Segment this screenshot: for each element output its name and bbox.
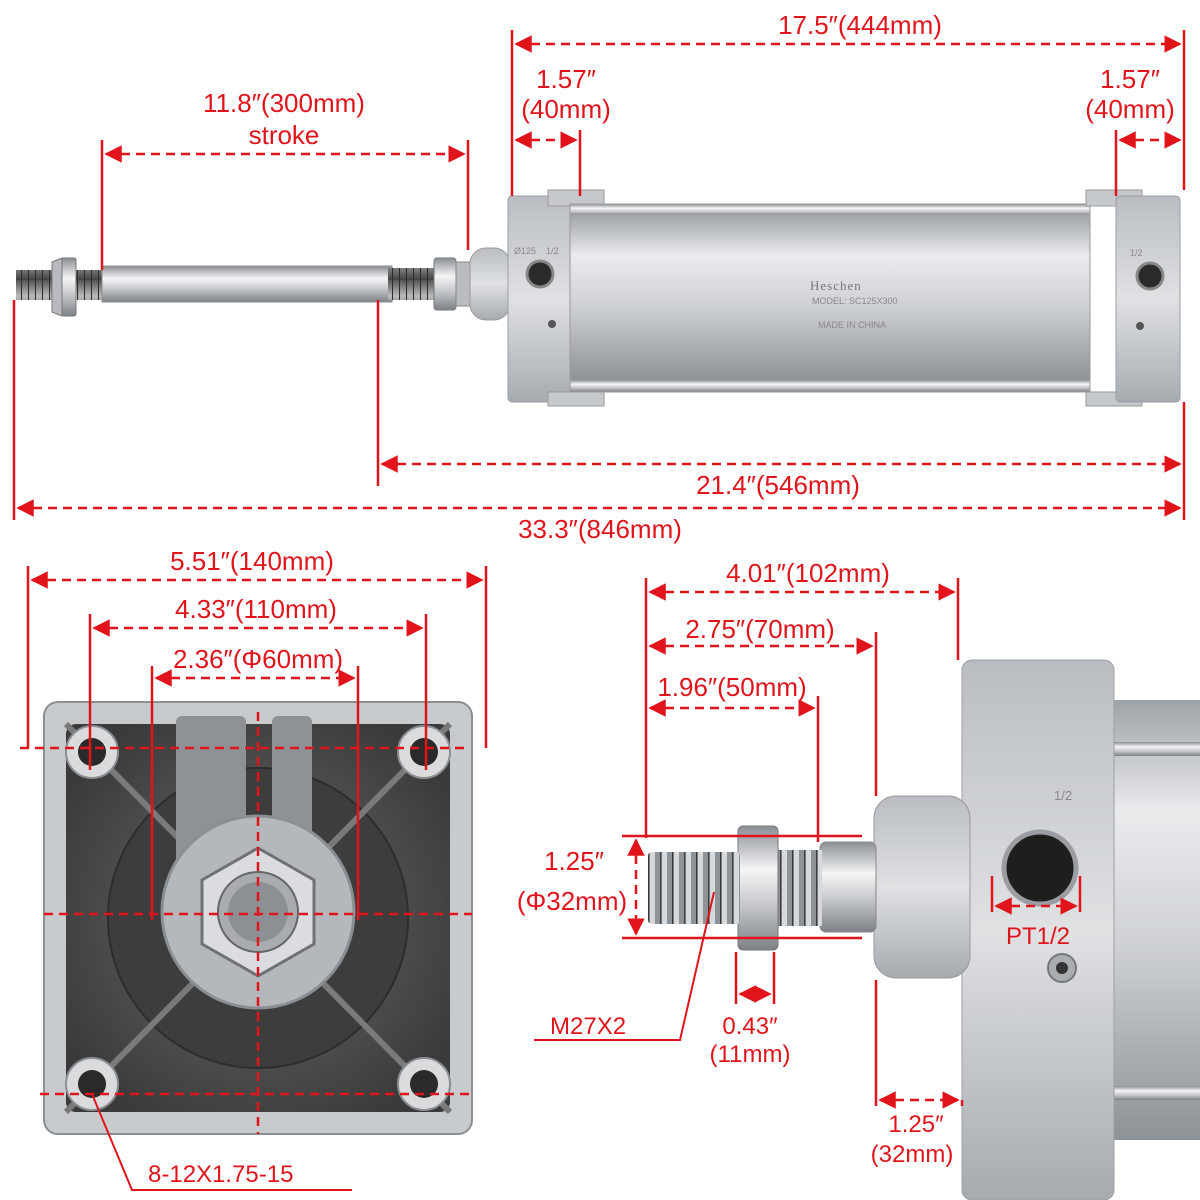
label-rod-extension-total: 4.01″(102mm) xyxy=(726,558,890,588)
port-mark-rear: 1/2 xyxy=(1130,248,1143,258)
front-boss xyxy=(469,247,511,321)
origin-label: MADE IN CHINA xyxy=(818,320,886,330)
leader-rod-thread xyxy=(534,891,715,1041)
rod-end-thread xyxy=(16,270,52,300)
front-end-cap xyxy=(507,195,571,403)
label-outer-width: 5.51″(140mm) xyxy=(170,546,334,576)
label-rod-extension-mid: 2.75″(70mm) xyxy=(685,614,834,644)
rod-lock-nut xyxy=(61,257,77,317)
mount-hole-tl xyxy=(65,725,119,779)
model-label: MODEL: SC125X300 xyxy=(812,296,898,306)
port-mark-front: 1/2 xyxy=(546,246,559,256)
mount-hole-br xyxy=(397,1057,451,1111)
rod-nut-detail xyxy=(737,825,779,951)
leader-mount-thread xyxy=(91,1093,352,1191)
end-view-photo xyxy=(43,701,473,1135)
piston-rod xyxy=(101,265,393,303)
front-boss-detail xyxy=(873,795,971,979)
port-mark-detail: 1/2 xyxy=(1054,788,1072,803)
label-thread-length: 1.96″(50mm) xyxy=(657,672,806,702)
label-nut-thickness-in: 0.43″ xyxy=(722,1013,778,1040)
front-port-hole xyxy=(525,259,555,289)
label-boss-length-in: 1.25″ xyxy=(888,1111,944,1138)
rear-end-cap xyxy=(1115,195,1181,403)
label-overall-length: 33.3″(846mm) xyxy=(518,514,682,544)
mount-hole-bl xyxy=(65,1057,119,1111)
side-view-dimensions: 17.5″(444mm) 1.57″ (40mm) 1.57″ (40mm) 1… xyxy=(12,10,1186,544)
brand-label: Heschen xyxy=(810,278,862,293)
label-stroke-word: stroke xyxy=(249,120,320,150)
label-right-cap-in: 1.57″ xyxy=(1100,64,1160,94)
label-left-cap-in: 1.57″ xyxy=(536,64,596,94)
label-hole-spacing: 4.33″(110mm) xyxy=(175,594,337,624)
label-boss-length-mm: (32mm) xyxy=(871,1141,954,1168)
label-rod-diameter-mm: (Φ32mm) xyxy=(517,886,627,916)
cylinder-tube xyxy=(569,213,1091,381)
label-mount-thread: 8-12X1.75-15 xyxy=(148,1161,293,1188)
rod-thread-detail xyxy=(648,852,740,924)
rod-detail-dimensions: 4.01″(102mm) 2.75″(70mm) 1.96″(50mm) 1.2… xyxy=(517,558,1082,1168)
end-view-dimensions: 5.51″(140mm) 4.33″(110mm) 2.36″(Φ60mm) 8… xyxy=(20,546,488,1191)
bore-mark: Ø125 xyxy=(514,246,536,256)
rear-port-hole xyxy=(1135,261,1165,291)
label-boss-diameter: 2.36″(Φ60mm) xyxy=(173,644,343,674)
label-left-cap-mm: (40mm) xyxy=(521,94,611,124)
mount-hole-tr xyxy=(397,725,451,779)
label-rod-to-end: 21.4″(546mm) xyxy=(696,470,860,500)
label-body-length: 17.5″(444mm) xyxy=(778,10,942,40)
label-right-cap-mm: (40mm) xyxy=(1085,94,1175,124)
rod-detail-photo: 1/2 xyxy=(648,659,1200,1200)
label-port-thread: PT1/2 xyxy=(1006,923,1070,950)
label-nut-thickness-mm: (11mm) xyxy=(710,1041,791,1068)
label-rod-thread: M27X2 xyxy=(550,1013,626,1040)
side-view-photo: Ø125 1/2 1/2 Heschen MODEL: SC125X300 MA… xyxy=(16,189,1181,407)
port-hole-detail xyxy=(1001,829,1079,907)
label-stroke-value: 11.8″(300mm) xyxy=(203,88,365,118)
label-rod-diameter-in: 1.25″ xyxy=(544,846,604,876)
